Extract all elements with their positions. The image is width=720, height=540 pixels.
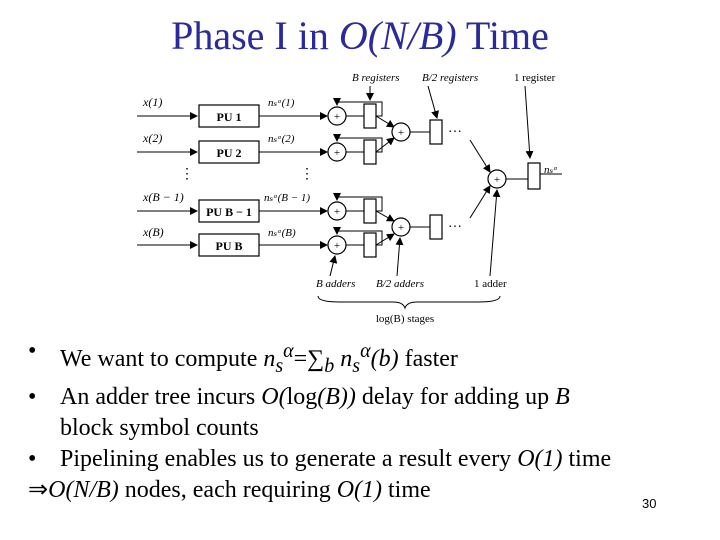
adder-s1-1-sign: + (334, 111, 340, 123)
adder-s1-2-sign: + (334, 147, 340, 159)
label-1-adder: 1 adder (474, 278, 507, 290)
label-b-adders: B adders (316, 278, 355, 290)
label-b2-adders: B/2 adders (376, 278, 424, 290)
pu-label-2: PU 2 (217, 146, 242, 160)
adder-s1-4-sign: + (334, 240, 340, 252)
conclusion-line: ⇒O(N/B) nodes, each requiring O(1) time (28, 476, 431, 503)
stages-brace (317, 295, 501, 310)
bullet-1: •We want to compute nsα=∑b nsα(b) faster (28, 338, 458, 377)
label-b2-registers: B/2 registers (422, 72, 478, 84)
output-label-4: nₛᵅ(B) (268, 227, 296, 239)
page-number: 30 (642, 496, 657, 511)
label-1-register: 1 register (514, 72, 556, 84)
implies-icon: ⇒ (28, 476, 49, 503)
hdots-bottom: … (448, 216, 462, 231)
adder-final-sign: + (494, 174, 500, 186)
input-label-3: x(B − 1) (142, 190, 184, 204)
hdots-top: … (448, 121, 462, 136)
register-s1-2 (363, 139, 377, 165)
arrow-bottom-3 (489, 189, 501, 277)
title-text: Phase I in (171, 13, 339, 58)
label-b-registers: B registers (352, 72, 400, 84)
bullet-3: •Pipelining enables us to generate a res… (28, 445, 612, 472)
adder-tree-diagram: B registers B/2 registers 1 register x(1… (137, 72, 562, 325)
label-stages: log(B) stages (376, 313, 434, 325)
pu-label-1: PU 1 (217, 110, 242, 124)
title-complexity: O(N/B) (338, 13, 457, 58)
input-label-4: x(B) (142, 225, 164, 239)
arrow-bottom-2 (395, 237, 404, 277)
bullet-2: •An adder tree incurs O(log(B)) delay fo… (28, 383, 570, 410)
register-s2-1 (429, 119, 443, 145)
output-label-1: nₛᵅ(1) (268, 97, 295, 109)
vdots-left: ⋮ (180, 167, 194, 182)
register-s2-2 (429, 214, 443, 240)
output-label-3: nₛᵅ(B − 1) (264, 192, 310, 204)
pu-label-4: PU B (216, 239, 243, 253)
title-text-end: Time (456, 13, 549, 58)
bullet-list: •We want to compute nsα=∑b nsα(b) faster… (28, 336, 718, 506)
pu-label-3: PU B − 1 (206, 205, 252, 219)
register-s1-3 (363, 198, 377, 224)
arrow-top-2 (427, 85, 439, 119)
vdots-right: ⋮ (300, 167, 314, 182)
bullet-2-continued: block symbol counts (60, 414, 259, 441)
final-output-label: nₛᵅ (544, 164, 558, 176)
output-label-2: nₛᵅ(2) (268, 133, 295, 145)
arrow-bottom-1 (329, 255, 338, 277)
input-label-1: x(1) (142, 95, 162, 109)
adder-s2-2-sign: + (398, 222, 404, 234)
register-s1-4 (363, 232, 377, 258)
adder-s1-3-sign: + (334, 206, 340, 218)
adder-s2-1-sign: + (398, 127, 404, 139)
slide-title: Phase I in O(N/B) Time (0, 12, 720, 59)
arrow-top-3 (524, 85, 534, 159)
register-final (527, 162, 541, 190)
register-s1-1 (363, 103, 377, 129)
input-label-2: x(2) (142, 131, 162, 145)
